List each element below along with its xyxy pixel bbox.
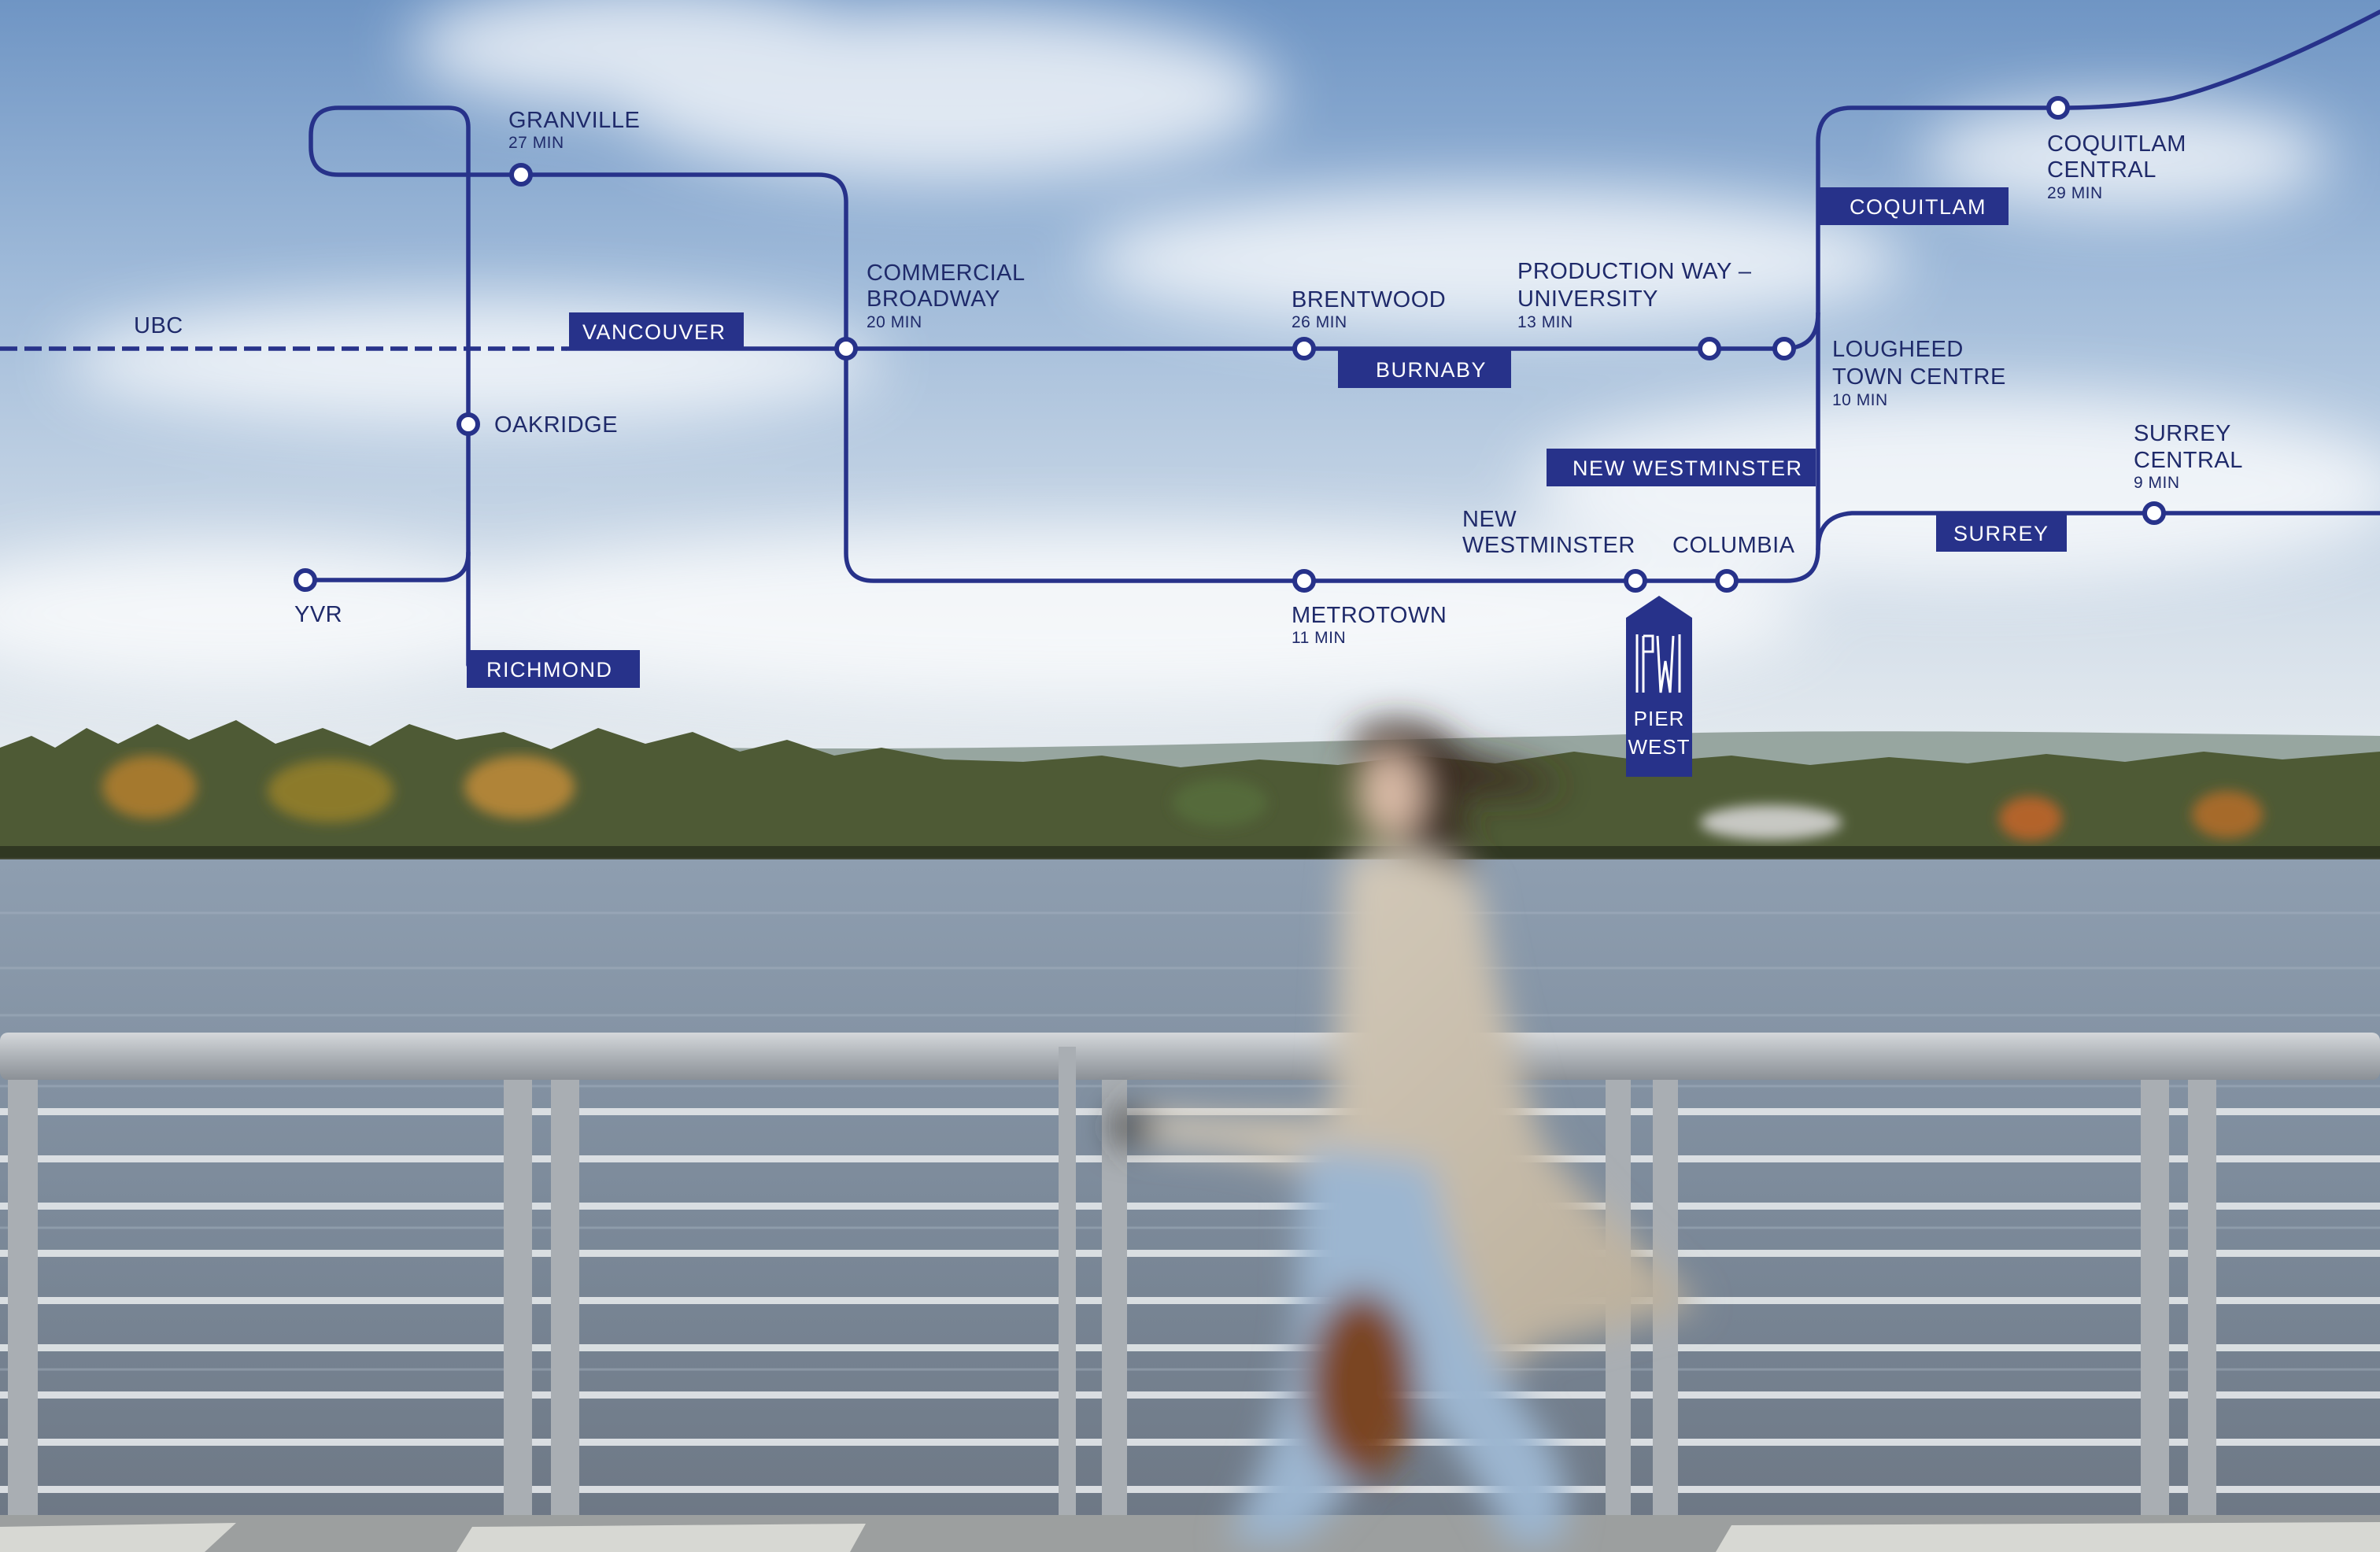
region-label-new-westminster: NEW WESTMINSTER xyxy=(1547,449,1816,486)
region-label-burnaby-text: BURNABY xyxy=(1376,358,1487,382)
station-label-metrotown: METROTOWN xyxy=(1292,603,1447,628)
station-marker-metrotown[interactable] xyxy=(1292,569,1316,593)
region-label-vancouver-text: VANCOUVER xyxy=(582,320,726,344)
station-label-surrey-central-line1: SURREY xyxy=(2134,421,2231,446)
station-label-commercial-line2: BROADWAY xyxy=(867,286,1000,312)
station-time-surrey-central: 9 MIN xyxy=(2134,474,2180,492)
station-label-granville: GRANVILLE xyxy=(508,108,640,133)
pier-west-line2: WEST xyxy=(1628,735,1690,759)
boardwalk-sunlight xyxy=(0,1522,2380,1552)
station-marker-yvr[interactable] xyxy=(294,568,317,592)
station-time-brentwood: 26 MIN xyxy=(1292,313,1347,331)
station-label-lougheed-line2: TOWN CENTRE xyxy=(1832,364,2006,390)
region-label-surrey: SURREY xyxy=(1936,514,2067,552)
station-label-surrey-central-line2: CENTRAL xyxy=(2134,448,2243,473)
station-time-coquitlam-central: 29 MIN xyxy=(2047,184,2103,202)
station-label-coquitlam-central-line2: CENTRAL xyxy=(2047,157,2156,183)
railing-posts xyxy=(8,1047,2216,1521)
coquitlam-line xyxy=(1816,9,2380,316)
region-label-coquitlam-text: COQUITLAM xyxy=(1850,195,1986,219)
station-marker-brentwood[interactable] xyxy=(1292,337,1316,360)
shoreline xyxy=(0,846,2380,863)
station-time-lougheed: 10 MIN xyxy=(1832,391,1888,409)
station-label-yvr: YVR xyxy=(294,602,342,627)
region-label-new-westminster-text: NEW WESTMINSTER xyxy=(1572,456,1803,480)
station-label-ubc: UBC xyxy=(134,313,183,338)
region-labels: VANCOUVER BURNABY COQUITLAM NEW WESTMINS… xyxy=(467,187,2067,688)
station-label-production-way-line2: UNIVERSITY xyxy=(1517,286,1658,312)
railing xyxy=(0,1033,2380,1521)
station-label-new-westminster-line2: WESTMINSTER xyxy=(1462,533,1635,558)
station-time-metrotown: 11 MIN xyxy=(1292,629,1346,647)
surrey-line xyxy=(1816,511,2380,552)
top-rail xyxy=(0,1033,2380,1080)
station-marker-commercial-broadway[interactable] xyxy=(834,337,858,360)
station-label-new-westminster-line1: NEW xyxy=(1462,507,1517,532)
region-label-richmond: RICHMOND xyxy=(467,650,640,688)
canada-line-yvr-branch xyxy=(303,550,471,582)
station-label-oakridge: OAKRIDGE xyxy=(494,412,618,438)
canada-line xyxy=(309,105,523,667)
station-time-production-way: 13 MIN xyxy=(1517,313,1573,331)
pier-west-marker[interactable]: PIER WEST xyxy=(1626,596,1692,777)
station-labels: GRANVILLE 27 MIN COMMERCIAL BROADWAY 20 … xyxy=(134,108,2243,647)
station-marker-production-way[interactable] xyxy=(1698,337,1721,360)
region-label-richmond-text: RICHMOND xyxy=(486,658,613,682)
region-label-vancouver: VANCOUVER xyxy=(569,312,744,350)
station-marker-surrey-central[interactable] xyxy=(2142,501,2166,525)
millennium-upper-line xyxy=(519,172,848,351)
station-marker-new-westminster[interactable] xyxy=(1624,569,1647,593)
station-label-brentwood: BRENTWOOD xyxy=(1292,287,1446,312)
expo-lower-line xyxy=(844,346,1820,583)
station-marker-lougheed[interactable] xyxy=(1772,337,1796,360)
station-marker-coquitlam-central[interactable] xyxy=(2046,96,2070,120)
station-label-commercial-line1: COMMERCIAL xyxy=(867,261,1026,286)
station-time-granville: 27 MIN xyxy=(508,134,564,152)
station-label-production-way-line1: PRODUCTION WAY – xyxy=(1517,259,1752,284)
autumn-trees xyxy=(102,756,2263,841)
pier-west-line1: PIER xyxy=(1634,707,1685,730)
station-label-columbia: COLUMBIA xyxy=(1672,533,1795,558)
station-label-lougheed-line1: LOUGHEED xyxy=(1832,337,1964,362)
walking-woman-blurred xyxy=(1113,722,1700,1546)
station-label-coquitlam-central-line1: COQUITLAM xyxy=(2047,131,2186,157)
region-label-coquitlam: COQUITLAM xyxy=(1820,187,2009,225)
station-markers xyxy=(294,96,2166,593)
station-marker-oakridge[interactable] xyxy=(456,412,480,436)
station-time-commercial: 20 MIN xyxy=(867,313,922,331)
region-label-surrey-text: SURREY xyxy=(1953,522,2049,545)
station-marker-columbia[interactable] xyxy=(1715,569,1739,593)
region-label-burnaby: BURNABY xyxy=(1338,350,1511,388)
railing-slats xyxy=(0,1108,2380,1493)
pier-west-monogram-icon xyxy=(1635,634,1681,693)
station-marker-granville[interactable] xyxy=(509,163,533,187)
